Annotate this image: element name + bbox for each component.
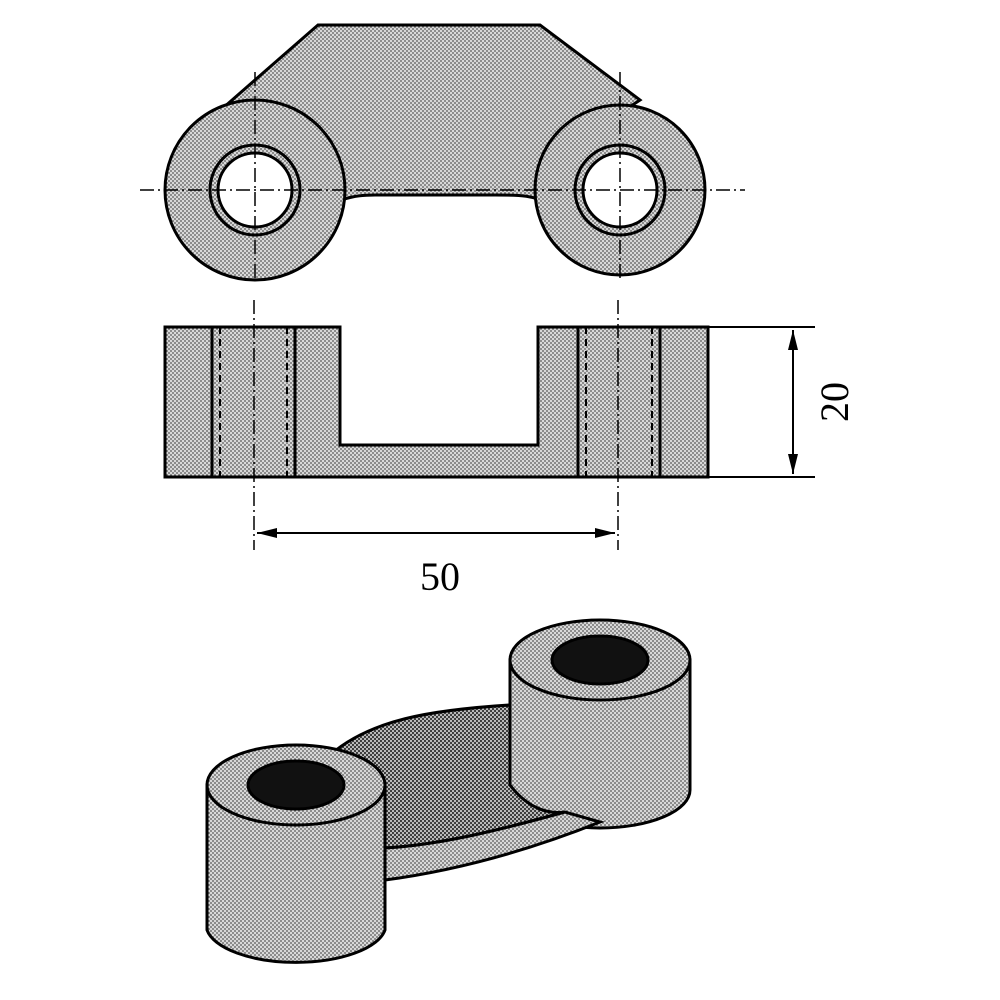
width-dimension: 50 [257,528,615,599]
iso-left-boss-side [205,783,387,964]
height-dimension-label: 20 [812,382,857,422]
isometric-view [205,618,692,964]
iso-right-hole [550,634,650,686]
top-view [140,23,745,282]
width-dimension-label: 50 [420,554,460,599]
height-dimension: 20 [708,326,857,478]
front-view [163,300,710,550]
iso-left-hole [246,759,346,811]
front-view-body [163,325,710,479]
iso-web-front [383,810,605,882]
